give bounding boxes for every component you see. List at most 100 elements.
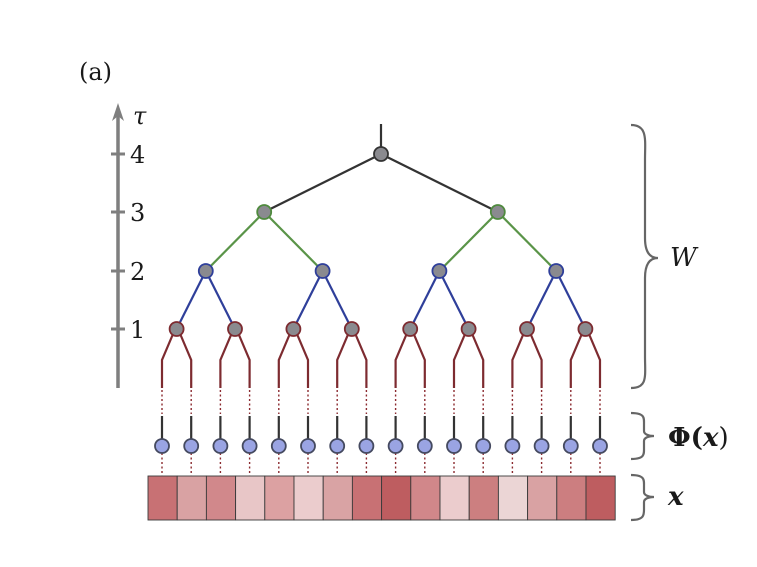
- leg-6: [336, 328, 353, 388]
- tau-tick-label-3: 3: [130, 199, 145, 227]
- edge-l2-6: [526, 270, 558, 330]
- tau-axis-arrowhead: [112, 103, 124, 121]
- tau-tick-label-2: 2: [130, 258, 145, 286]
- feature-node-1: [183, 438, 200, 454]
- tau-tick-label-4: 4: [130, 141, 145, 169]
- input-cell-14: [556, 475, 587, 521]
- edge-l2-3: [321, 270, 353, 330]
- feature-node-2: [212, 438, 229, 454]
- input-cell-4: [264, 475, 295, 521]
- edge-l2-7: [555, 270, 587, 330]
- node-level4: [373, 146, 389, 162]
- leg-12: [511, 328, 528, 388]
- node-level3-0: [256, 204, 273, 220]
- brace-phi-label: Φ(x): [668, 423, 729, 453]
- feature-map-nodes: [154, 416, 608, 454]
- tau-axis-ticks: 1 2 3 4: [111, 141, 145, 344]
- node-level1-1: [227, 321, 243, 337]
- input-cell-8: [381, 475, 412, 521]
- edge-l2-4: [409, 270, 441, 330]
- leg-8: [394, 328, 412, 388]
- input-cell-12: [497, 475, 529, 521]
- leg-4: [277, 328, 295, 388]
- tau-axis-symbol: τ: [133, 102, 147, 130]
- feature-node-15: [592, 438, 608, 454]
- phi-argument: x: [702, 423, 719, 453]
- bottom-legs: [160, 328, 602, 388]
- tree-edges: [175, 124, 587, 330]
- tau-axis: τ 1 2 3 4: [111, 102, 147, 388]
- input-cell-15: [585, 475, 616, 521]
- node-level1-6: [519, 321, 535, 337]
- brace-x-label: x: [667, 482, 684, 512]
- feature-node-3: [241, 438, 258, 454]
- node-level2-2: [431, 263, 448, 279]
- feature-node-5: [300, 438, 316, 454]
- braces: W Φ(x) x: [630, 123, 729, 522]
- node-level1-5: [460, 321, 477, 337]
- edge-l3-3: [497, 211, 557, 272]
- leg-15: [584, 328, 602, 388]
- edge-l3-0: [205, 211, 265, 272]
- input-cell-3: [235, 475, 266, 521]
- feature-node-13: [533, 438, 550, 454]
- leg-1: [175, 328, 193, 388]
- edge-root-1: [380, 153, 499, 213]
- input-vector-x: [147, 475, 616, 521]
- input-cell-7: [351, 475, 383, 521]
- leg-13: [526, 328, 543, 388]
- input-cell-11: [468, 475, 499, 521]
- leg-11: [467, 328, 485, 388]
- edge-l2-1: [204, 270, 236, 330]
- brace-phi: [630, 411, 655, 461]
- feature-node-4: [270, 438, 287, 454]
- feature-node-6: [329, 438, 346, 454]
- node-level1-0: [168, 321, 185, 337]
- edge-root-0: [263, 153, 382, 213]
- tau-tick-label-1: 1: [130, 316, 145, 344]
- node-level1-4: [402, 321, 419, 337]
- leg-10: [452, 328, 470, 388]
- brace-W: [630, 123, 659, 390]
- edge-l2-0: [175, 270, 207, 330]
- input-cell-6: [322, 475, 353, 521]
- feature-node-0: [154, 438, 170, 454]
- edge-l3-1: [263, 211, 324, 272]
- edge-l3-2: [438, 211, 499, 272]
- leg-0: [160, 328, 178, 388]
- node-level3-1: [489, 204, 506, 220]
- feature-node-10: [446, 438, 462, 454]
- phi-close: ): [718, 423, 728, 453]
- input-cell-9: [410, 475, 441, 521]
- node-level2-0: [197, 263, 214, 279]
- feature-node-14: [562, 438, 579, 454]
- brace-W-label: W: [670, 243, 699, 273]
- feature-node-11: [475, 438, 492, 454]
- input-cell-0: [147, 475, 178, 521]
- input-cell-10: [439, 475, 470, 521]
- input-cell-2: [205, 475, 237, 521]
- node-level2-1: [314, 263, 331, 279]
- feature-node-12: [504, 438, 521, 454]
- node-level1-3: [343, 321, 360, 337]
- edge-l2-2: [292, 270, 324, 330]
- input-cell-5: [293, 475, 324, 521]
- dotted-contractions: [161, 390, 601, 476]
- node-level1-7: [577, 321, 594, 337]
- leg-14: [569, 328, 587, 388]
- leg-9: [409, 328, 426, 388]
- feature-node-7: [358, 438, 375, 454]
- leg-2: [219, 328, 236, 388]
- feature-node-8: [387, 438, 404, 454]
- feature-node-9: [416, 438, 433, 454]
- node-level1-2: [285, 321, 302, 337]
- edge-l2-5: [438, 270, 470, 330]
- panel-label: (a): [79, 58, 112, 86]
- phi-symbol: Φ(: [668, 423, 703, 453]
- leg-5: [292, 328, 310, 388]
- tree-nodes: [168, 146, 594, 337]
- input-cell-13: [527, 475, 558, 521]
- input-cell-1: [176, 475, 207, 521]
- leg-7: [350, 328, 368, 388]
